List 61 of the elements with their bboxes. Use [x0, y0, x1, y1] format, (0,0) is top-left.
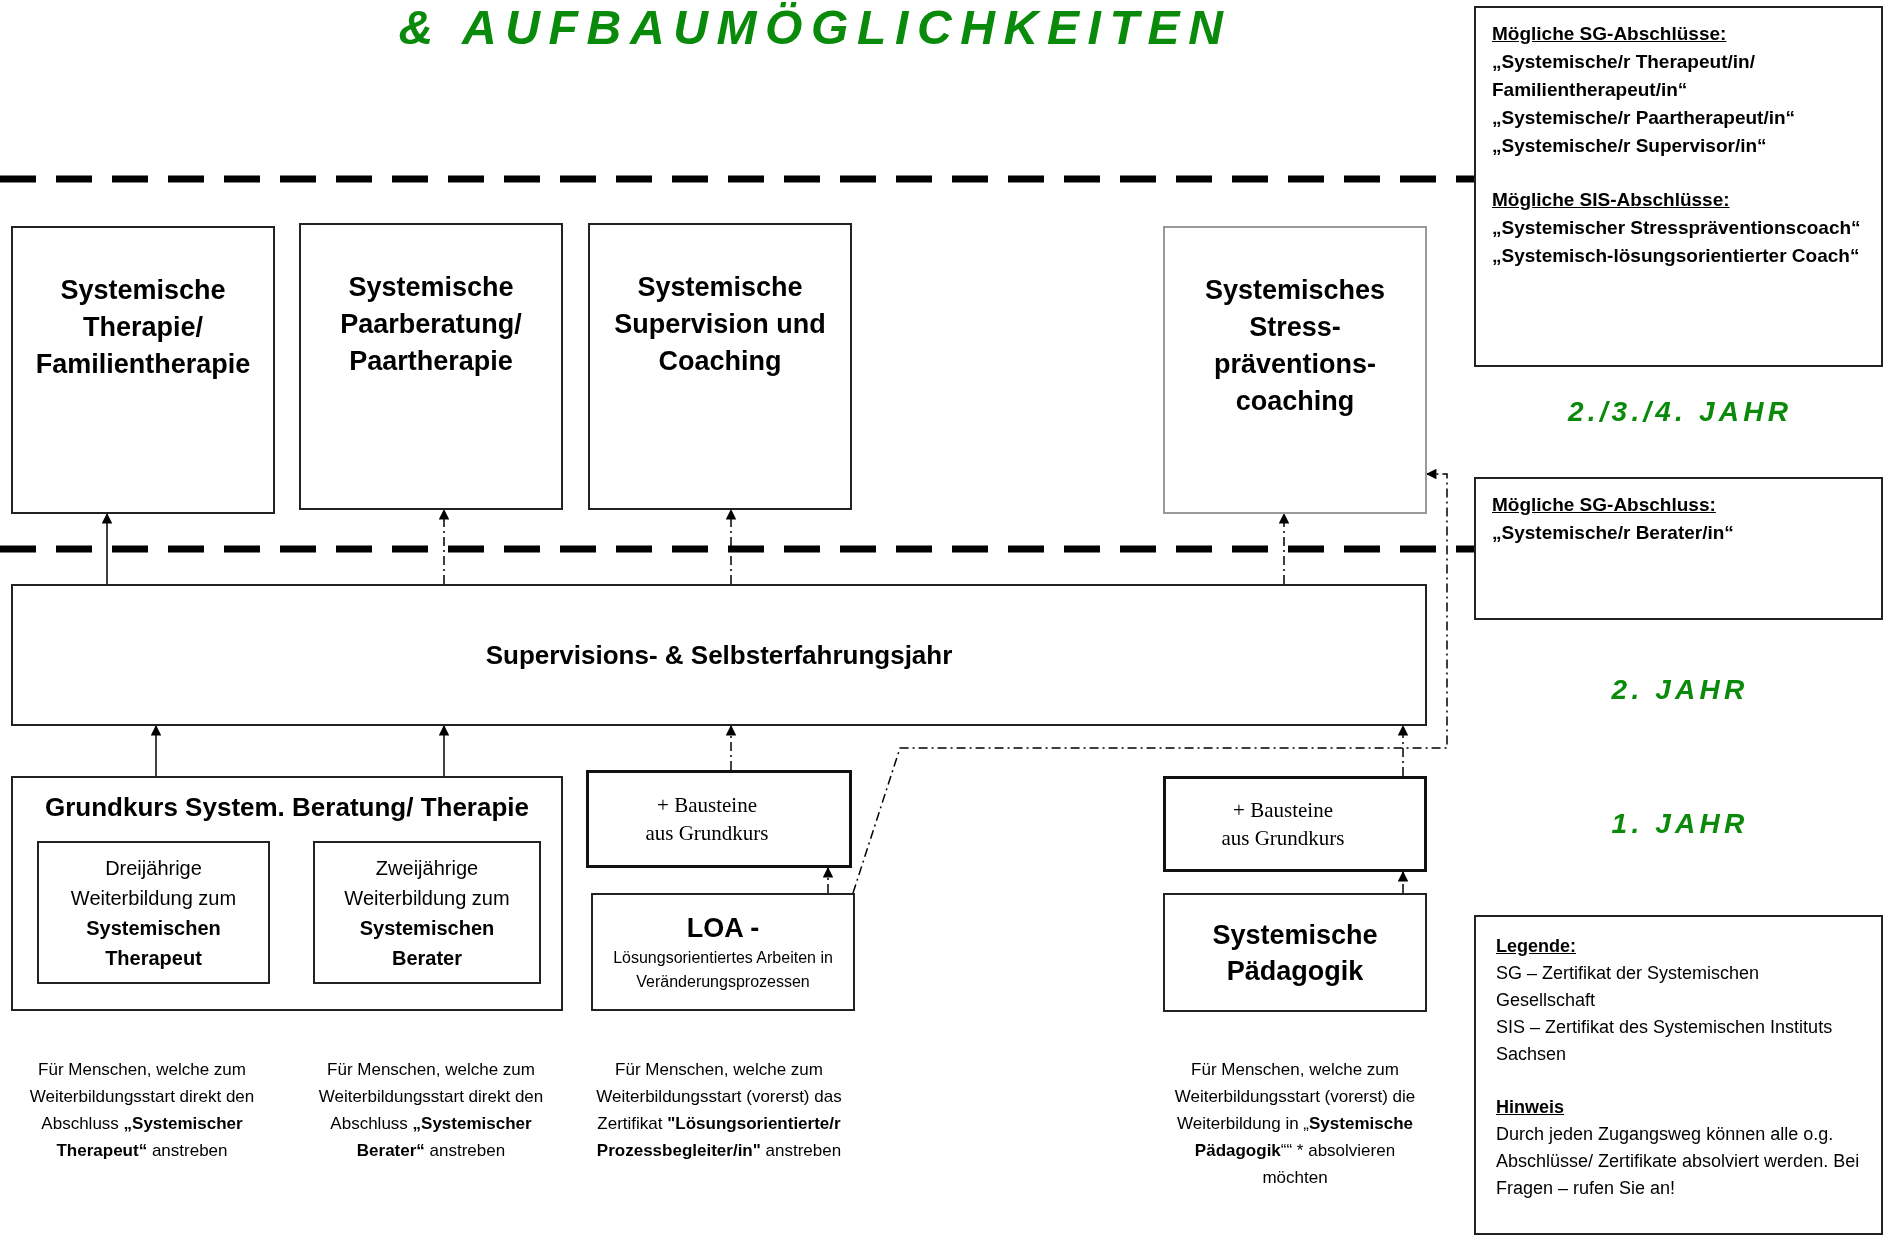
box-text: „Systemischer Stresspräventionscoach“ — [1492, 216, 1862, 240]
box-heading: + Bausteine aus Grundkurs — [644, 792, 770, 847]
course-box — [299, 223, 563, 510]
arrow — [438, 508, 450, 585]
box-heading: LOA - — [686, 912, 760, 945]
box-text: SG – Zertifikat der Systemischen Gesellschaft — [1496, 962, 1761, 1012]
box-text: Durch jeden Zugangsweg können alle o.g. Abschlüsse/ Zertifikate absolviert werden. Bei Fragen – rufen Sie an! — [1496, 1123, 1861, 1200]
box-heading: Systemische Paarberatung/ Paartherapie — [339, 271, 523, 378]
target-group-note: Für Menschen, welche zum Weiterbildungsstart (vorerst) das Zertifikat "Lösungsorientierte/r Prozessbegleiter/in" anstreben — [595, 1059, 843, 1162]
arrow — [1397, 724, 1409, 777]
module-box — [586, 770, 852, 868]
title: & AUFBAUMÖGLICHKEITEN — [397, 2, 1233, 54]
box-text: „Systemische/r Paartherapeut/in“ — [1492, 106, 1797, 130]
course-box — [37, 841, 270, 984]
year-label: 2./3./4. JAHR — [1566, 395, 1794, 429]
box-text: „Systemische/r Therapeut/in/ Familientherapeut/in“ — [1492, 50, 1756, 102]
target-group-note: Für Menschen, welche zum Weiterbildungsstart (vorerst) die Weiterbildung in „Systemische Pädagogik““ * absolvieren möchten — [1173, 1059, 1417, 1189]
box-text: „Systemische/r Berater/in“ — [1492, 521, 1735, 545]
legend-box — [1474, 915, 1883, 1235]
box-heading: Systemische Pädagogik — [1211, 918, 1379, 988]
box-heading: Mögliche SG-Abschluss: — [1492, 493, 1717, 517]
target-group-note: Für Menschen, welche zum Weiterbildungsstart direkt den Abschluss „Systemischer Therapeut“ anstreben — [28, 1059, 256, 1162]
box-heading: Systemisches Stress- präventions- coaching — [1203, 274, 1387, 418]
course-box — [588, 223, 852, 510]
arrow — [852, 468, 1448, 894]
course-box — [11, 226, 275, 514]
info-box — [1474, 477, 1883, 620]
year-label: 2. JAHR — [1610, 673, 1750, 707]
box-text: „Systemisch-lösungsorientierter Coach“ — [1492, 244, 1861, 268]
box-text: Lösungsorientiertes Arbeiten in Veränderungsprozessen — [612, 948, 834, 992]
box-heading: Systemische Therapie/ Familientherapie — [34, 274, 252, 381]
arrow — [1278, 512, 1290, 585]
course-box — [1163, 226, 1427, 514]
box-text: „Systemische/r Supervisor/in“ — [1492, 134, 1768, 158]
box-heading: Grundkurs System. Beratung/ Therapie — [44, 791, 530, 824]
module-box — [1163, 776, 1427, 872]
arrow — [101, 512, 113, 585]
year-label: 1. JAHR — [1610, 807, 1750, 841]
course-box — [591, 893, 855, 1011]
arrow — [822, 866, 834, 894]
info-box — [1474, 6, 1883, 367]
box-heading: + Bausteine aus Grundkurs — [1220, 797, 1346, 852]
box-heading: Legende: — [1496, 935, 1577, 958]
arrow — [725, 724, 737, 771]
course-box — [313, 841, 541, 984]
box-text: Mögliche SIS-Abschlüsse: — [1492, 188, 1731, 212]
box-text: Hinweis — [1496, 1096, 1566, 1119]
box-heading: Dreijährige Weiterbildung zum Systemischen Therapeut — [69, 855, 238, 971]
year-band — [11, 584, 1427, 726]
arrow — [725, 508, 737, 585]
arrow — [150, 724, 162, 777]
course-box — [11, 776, 563, 1011]
box-heading: Mögliche SG-Abschlüsse: — [1492, 22, 1728, 46]
target-group-note: Für Menschen, welche zum Weiterbildungsstart direkt den Abschluss „Systemischer Berater“ anstreben — [317, 1059, 545, 1162]
box-heading: Supervisions- & Selbsterfahrungsjahr — [485, 638, 953, 672]
box-text: SIS – Zertifikat des Systemischen Instituts Sachsen — [1496, 1016, 1834, 1066]
arrow — [1397, 870, 1409, 894]
box-heading: Systemische Supervision und Coaching — [613, 271, 827, 378]
course-box — [1163, 893, 1427, 1012]
arrow — [438, 724, 450, 777]
box-heading: Zweijährige Weiterbildung zum Systemischen Berater — [343, 855, 511, 971]
